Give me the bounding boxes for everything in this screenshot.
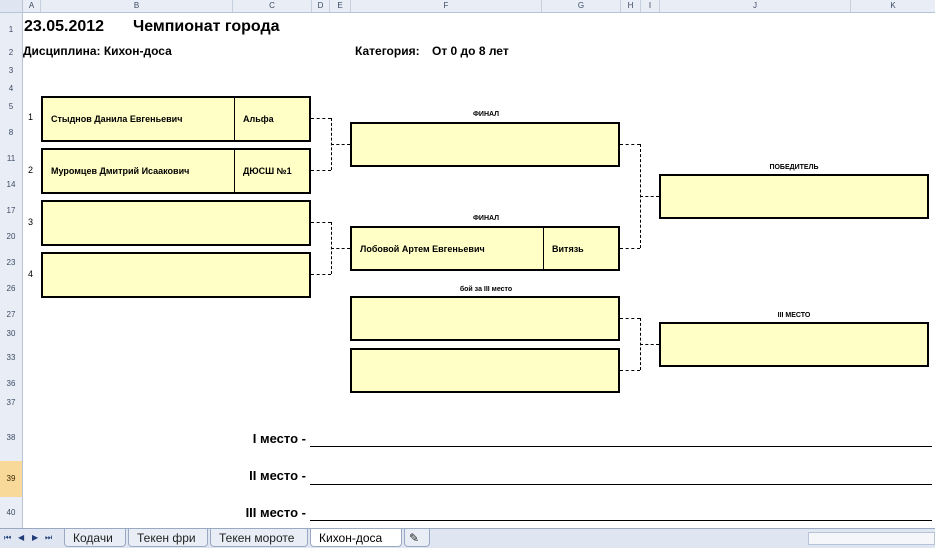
connector: [311, 118, 331, 119]
participant-slot-2[interactable]: Муромцев Дмитрий Исаакович ДЮСШ №1: [41, 148, 311, 194]
column-b[interactable]: B: [41, 0, 233, 12]
connector: [311, 274, 331, 275]
tab-teken-morote[interactable]: Текен мороте: [210, 529, 308, 547]
participant-number-4: 4: [28, 269, 34, 279]
discipline-label: Дисциплина: Кихон-доса: [23, 44, 172, 58]
event-title: Чемпионат города: [133, 18, 280, 35]
participant-slot-3[interactable]: [41, 200, 311, 246]
connector: [311, 222, 331, 223]
final-slot-1[interactable]: [350, 122, 620, 167]
row-4[interactable]: 4: [8, 84, 14, 93]
row-36[interactable]: 36: [6, 379, 16, 388]
event-date: 23.05.2012: [24, 18, 105, 35]
final-name-2: Лобовой Артем Евгеньевич: [360, 243, 485, 254]
final-slot-2[interactable]: Лобовой Артем Евгеньевич Витязь: [350, 226, 620, 271]
participant-slot-1[interactable]: Стыднов Данила Евгеньевич Альфа: [41, 96, 311, 142]
connector: [640, 196, 659, 197]
third-place-line[interactable]: [310, 520, 932, 521]
row-3[interactable]: 3: [8, 66, 14, 75]
connector: [331, 144, 350, 145]
connector: [620, 370, 640, 371]
participant-number-1: 1: [28, 112, 34, 122]
bronze-slot-2[interactable]: [350, 348, 620, 393]
connector: [620, 248, 640, 249]
participant-number-3: 3: [28, 217, 34, 227]
participant-name-1: Стыднов Данила Евгеньевич: [51, 114, 183, 124]
row-26[interactable]: 26: [6, 284, 16, 293]
bronze-label: бой за III место: [459, 286, 513, 293]
winner-label: ПОБЕДИТЕЛЬ: [769, 164, 819, 171]
second-place-label: II место -: [249, 468, 306, 483]
connector: [331, 248, 350, 249]
first-place-label: I место -: [252, 431, 306, 446]
column-c[interactable]: C: [233, 0, 312, 12]
second-place-line[interactable]: [310, 484, 932, 485]
row-5[interactable]: 5: [8, 102, 14, 111]
third-place-result-label: III место -: [245, 505, 306, 520]
third-place-slot[interactable]: [659, 322, 929, 367]
last-sheet-icon[interactable]: ⏭: [45, 533, 53, 542]
row-27[interactable]: 27: [6, 310, 16, 319]
insert-sheet-icon[interactable]: ✎: [404, 529, 430, 547]
row-1[interactable]: 1: [8, 25, 14, 34]
select-all-corner[interactable]: [0, 0, 23, 12]
row-2[interactable]: 2: [8, 48, 14, 57]
third-place-label: III МЕСТО: [777, 312, 811, 319]
column-header: A B C D E F G H I J K: [0, 0, 935, 13]
row-33[interactable]: 33: [6, 353, 16, 362]
connector: [311, 170, 331, 171]
participant-club-1: Альфа: [234, 98, 309, 140]
next-sheet-icon[interactable]: ▶: [32, 533, 39, 542]
final-label-bottom: ФИНАЛ: [472, 215, 500, 222]
row-40[interactable]: 40: [6, 508, 16, 517]
row-header: 1 2 3 4 5 8 11 14 17 20 23 26 27 30 33 3…: [0, 13, 23, 528]
participant-name-2: Муромцев Дмитрий Исаакович: [51, 166, 190, 176]
row-8[interactable]: 8: [8, 128, 14, 137]
tab-kodachi[interactable]: Кодачи: [64, 529, 126, 547]
participant-number-2: 2: [28, 165, 34, 175]
column-j[interactable]: J: [660, 0, 851, 12]
first-place-line[interactable]: [310, 446, 932, 447]
row-39[interactable]: 39: [0, 461, 22, 497]
row-38[interactable]: 38: [6, 433, 16, 442]
category-value: От 0 до 8 лет: [432, 44, 509, 58]
horizontal-scrollbar[interactable]: [808, 532, 935, 545]
tab-kihon-dosa[interactable]: Кихон-доса: [310, 529, 402, 547]
final-club-2: Витязь: [543, 228, 618, 269]
final-label-top: ФИНАЛ: [472, 111, 500, 118]
participant-club-2: ДЮСШ №1: [234, 150, 309, 192]
winner-slot[interactable]: [659, 174, 929, 219]
connector: [620, 318, 640, 319]
row-14[interactable]: 14: [6, 180, 16, 189]
row-37[interactable]: 37: [6, 398, 16, 407]
tab-teken-free[interactable]: Текен фри: [128, 529, 208, 547]
column-e[interactable]: E: [330, 0, 351, 12]
connector: [640, 344, 659, 345]
column-d[interactable]: D: [312, 0, 330, 12]
row-11[interactable]: 11: [6, 154, 16, 163]
first-sheet-icon[interactable]: ⏮: [4, 533, 12, 542]
column-k[interactable]: K: [890, 1, 896, 10]
connector: [620, 144, 640, 145]
row-23[interactable]: 23: [6, 258, 16, 267]
column-h[interactable]: H: [621, 0, 641, 12]
row-30[interactable]: 30: [6, 329, 16, 338]
row-20[interactable]: 20: [6, 232, 16, 241]
participant-slot-4[interactable]: [41, 252, 311, 298]
column-i[interactable]: I: [641, 0, 660, 12]
category-label: Категория:: [355, 44, 420, 58]
column-f[interactable]: F: [351, 0, 542, 12]
prev-sheet-icon[interactable]: ◀: [18, 533, 25, 542]
column-g[interactable]: G: [542, 0, 621, 12]
bronze-slot-1[interactable]: [350, 296, 620, 341]
row-17[interactable]: 17: [6, 206, 16, 215]
column-a[interactable]: A: [23, 0, 41, 12]
sheet-tab-bar: ⏮ ◀ ▶ ⏭ Кодачи Текен фри Текен мороте Ки…: [0, 528, 935, 548]
